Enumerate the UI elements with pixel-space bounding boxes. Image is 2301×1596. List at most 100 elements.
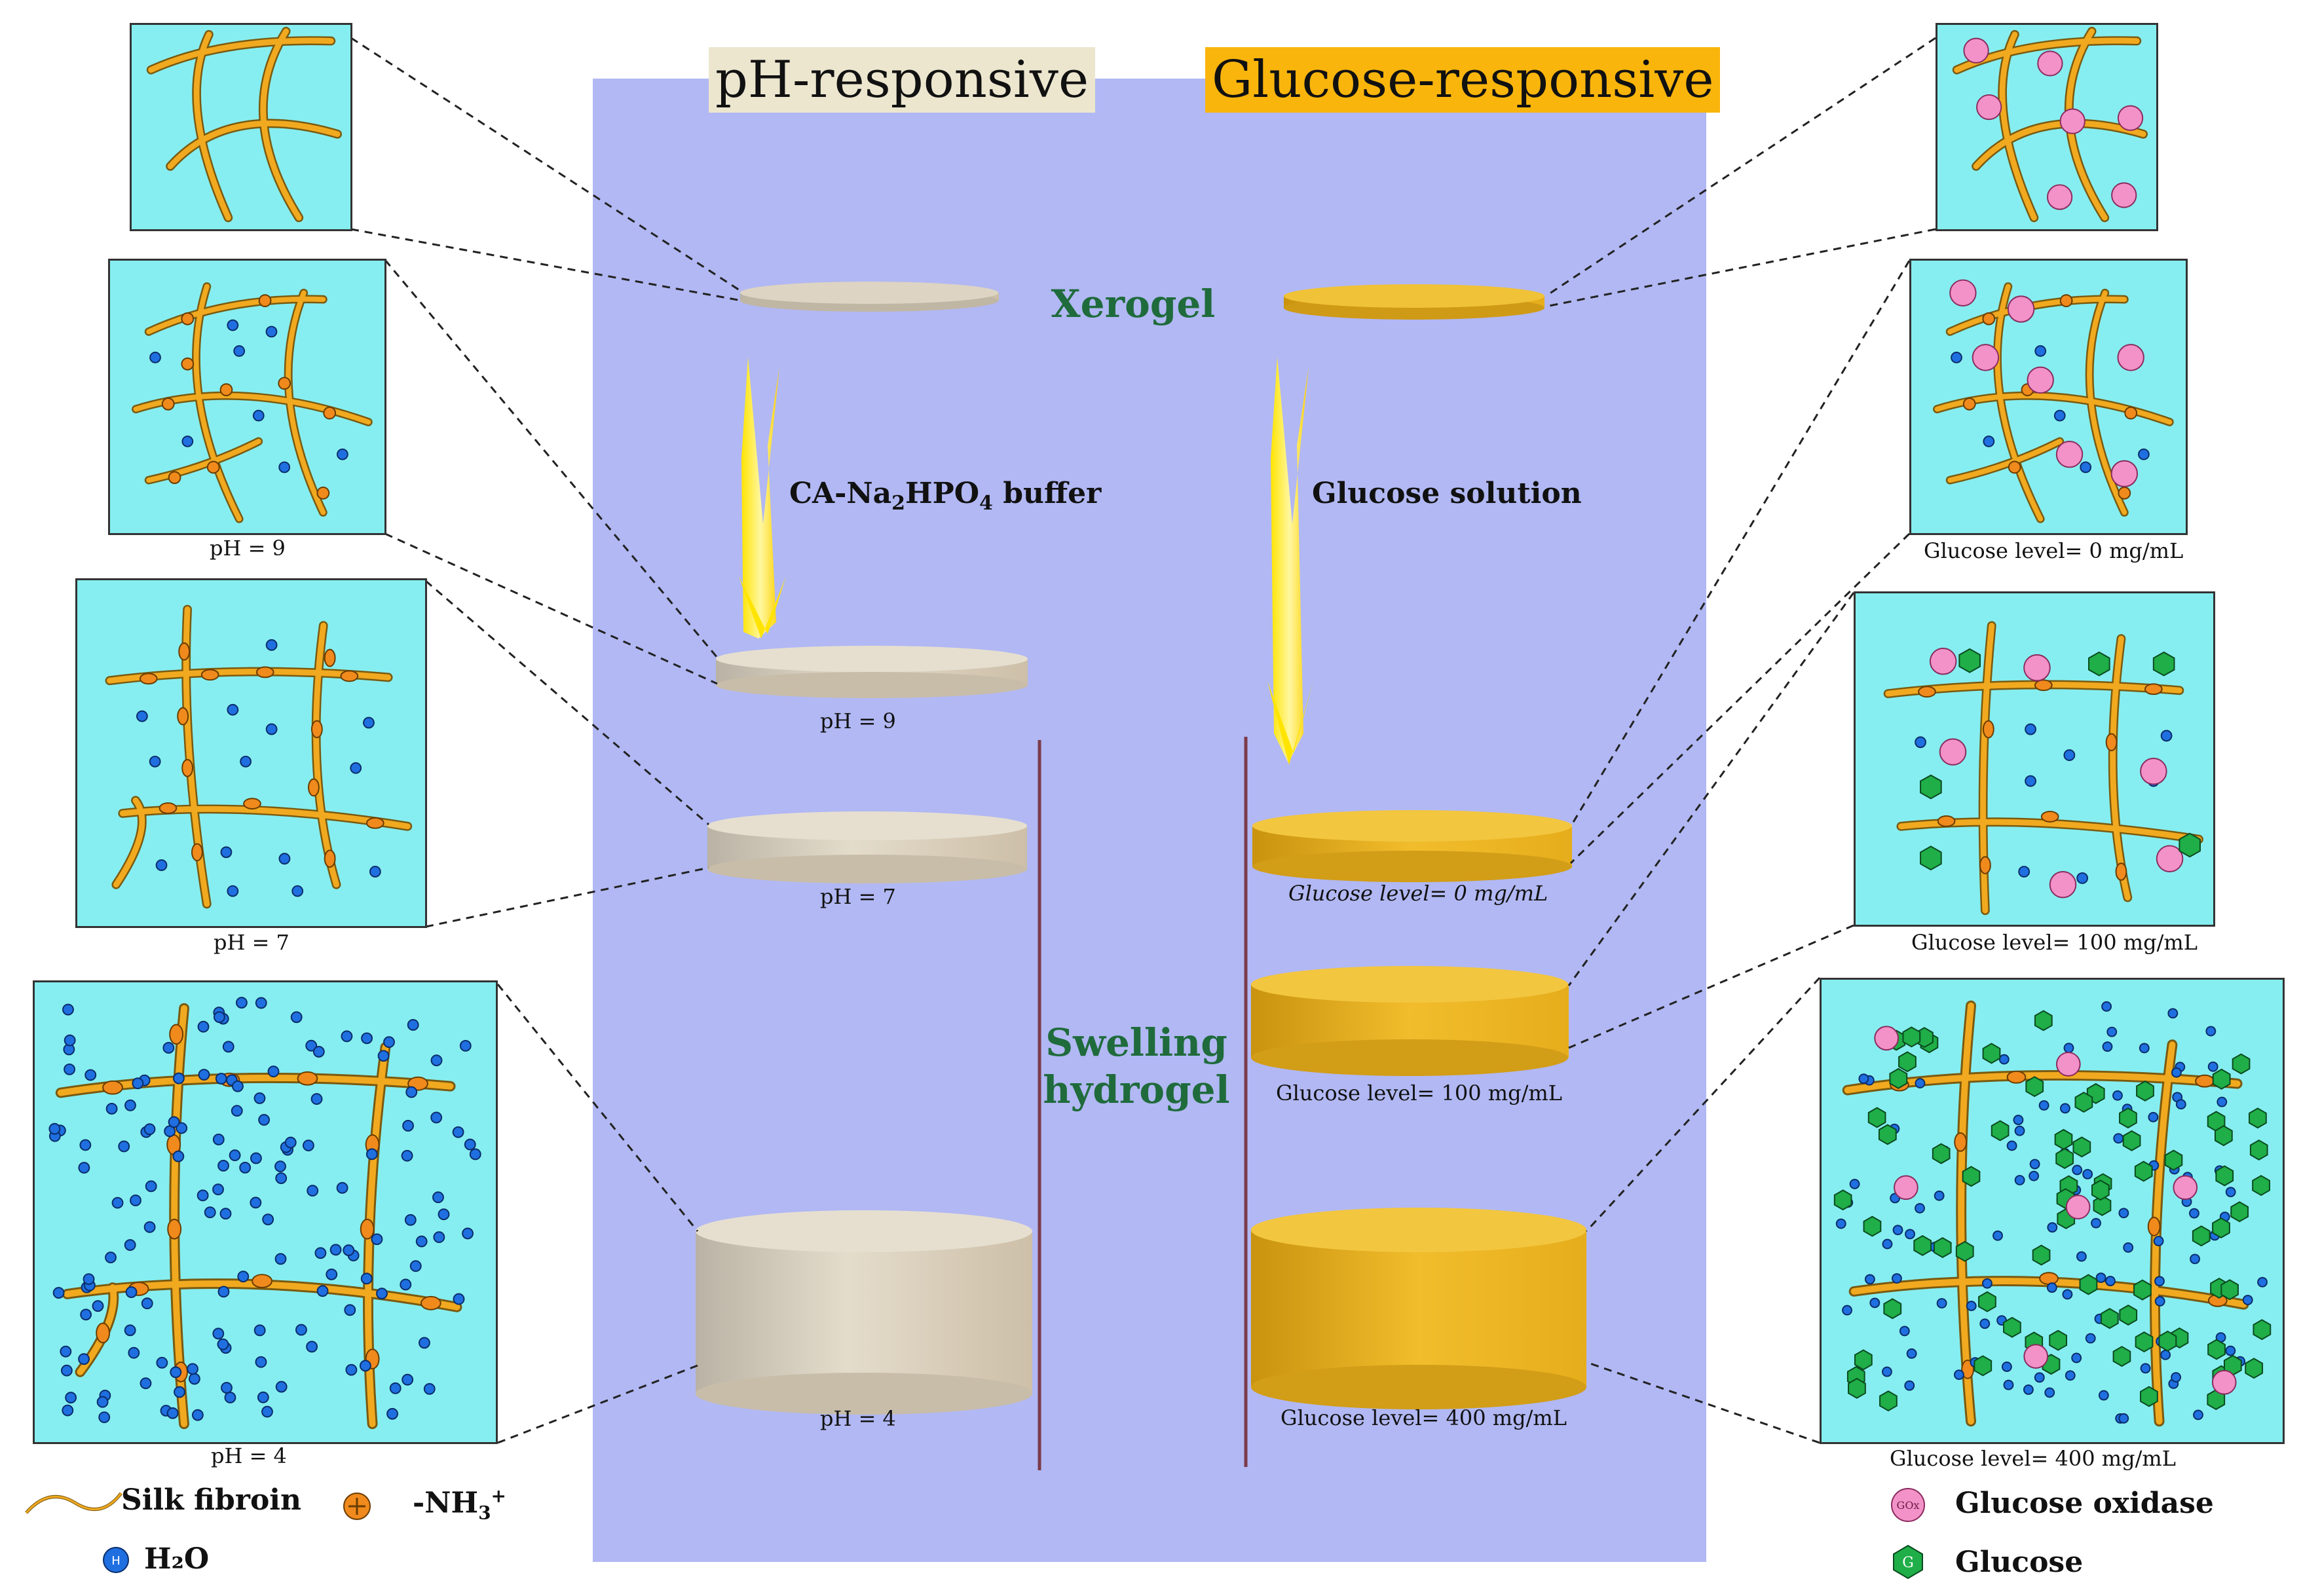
glucose0-disc — [1252, 810, 1572, 882]
glucose-molecule — [2122, 1130, 2141, 1151]
water-molecule — [156, 1356, 168, 1369]
water-molecule — [274, 1253, 287, 1265]
glucose-molecule — [2049, 1329, 2068, 1351]
water-molecule — [371, 1233, 383, 1246]
water-molecule — [2006, 1140, 2017, 1151]
water-molecule — [2257, 1276, 2268, 1288]
water-legend-icon: H — [103, 1547, 129, 1573]
water-molecule — [253, 1324, 266, 1337]
glucose100-inset — [1854, 591, 2215, 927]
water-molecule — [79, 1139, 92, 1151]
swelling-line1: Swelling — [1045, 1020, 1227, 1065]
water-molecule — [1936, 1298, 1947, 1308]
water-molecule — [124, 1324, 136, 1337]
water-molecule — [187, 1363, 198, 1375]
water-molecule — [212, 1327, 225, 1340]
water-molecule — [80, 1308, 92, 1321]
water-molecule — [198, 1069, 210, 1081]
glucose-molecule — [1833, 1189, 1852, 1211]
water-molecule — [312, 1045, 325, 1058]
glucose0-inset-caption: Glucose level= 0 mg/mL — [1924, 538, 2184, 563]
water-molecule — [229, 1149, 241, 1161]
water-molecule — [1899, 1326, 1910, 1337]
water-molecule — [255, 997, 267, 1009]
water-molecule — [83, 1273, 95, 1286]
water-molecule — [469, 1148, 481, 1160]
water-molecule — [197, 1020, 210, 1033]
water-molecule — [267, 1066, 280, 1077]
water-molecule — [62, 1003, 74, 1016]
water-molecule — [2072, 1164, 2083, 1176]
glucose-molecule — [2212, 1217, 2230, 1238]
glucose-molecule — [1982, 1043, 2001, 1064]
swelling-line2: hydrogel — [1043, 1067, 1230, 1112]
water-molecule — [257, 1391, 269, 1403]
water-legend-symbol: H — [111, 1554, 121, 1568]
water-molecule — [2047, 1222, 2058, 1233]
water-molecule — [305, 1039, 318, 1052]
water-molecule — [217, 1338, 229, 1350]
water-molecule — [377, 1050, 390, 1062]
water-molecule — [1906, 1348, 1917, 1359]
water-molecule — [1979, 1318, 1991, 1329]
water-molecule — [2225, 1187, 2236, 1198]
water-molecule — [462, 1227, 474, 1240]
ph4-disc — [696, 1210, 1032, 1415]
water-molecule — [124, 1099, 136, 1111]
glucose-molecule — [2192, 1225, 2211, 1247]
ph9-inset — [108, 259, 386, 535]
buffer-sub-2: 4 — [979, 491, 993, 515]
water-molecule — [213, 1011, 225, 1023]
water-molecule — [2095, 1272, 2106, 1283]
water-molecule — [2205, 1026, 2217, 1037]
glucose-molecule — [2055, 1147, 2074, 1169]
water-molecule — [2014, 1175, 2025, 1185]
water-molecule — [173, 1072, 185, 1085]
water-molecule — [405, 1086, 418, 1098]
water-molecule — [2225, 1345, 2236, 1356]
glucose-legend-icon: G — [1893, 1544, 1923, 1580]
water-molecule — [419, 1337, 430, 1349]
water-molecule — [359, 1360, 371, 1372]
glucose100-network — [1883, 621, 2203, 916]
ph7-disc-caption: pH = 7 — [820, 884, 896, 909]
water-molecule — [143, 1123, 156, 1136]
water-molecule — [2217, 1096, 2228, 1107]
glucose-molecule — [2214, 1125, 2233, 1147]
nh3-legend-label: -NH3+ — [413, 1485, 506, 1523]
water-molecule — [2123, 1242, 2134, 1253]
water-molecule — [314, 1247, 327, 1259]
water-molecule — [2085, 1333, 2096, 1344]
water-molecule — [232, 1080, 244, 1092]
ph9-network — [132, 282, 373, 523]
glucose-molecule — [2212, 1068, 2231, 1090]
water-molecule — [2063, 1043, 2074, 1054]
water-molecule — [326, 1268, 338, 1280]
glucose-molecule — [2245, 1358, 2264, 1379]
water-molecule — [438, 1208, 450, 1221]
water-molecule — [1882, 1238, 1893, 1250]
water-molecule — [1915, 1203, 1925, 1214]
water-molecule — [132, 1077, 144, 1090]
glucose-xerogel-network — [1952, 26, 2148, 223]
water-molecule — [430, 1054, 443, 1067]
water-molecule — [170, 1366, 182, 1379]
ph4-inset — [33, 980, 498, 1444]
glucose-legend-symbol: G — [1902, 1555, 1914, 1571]
water-molecule — [118, 1140, 130, 1153]
water-molecule — [376, 1288, 388, 1300]
glucose-molecule — [2252, 1175, 2270, 1197]
water-molecule — [222, 1041, 234, 1053]
water-molecule — [52, 1287, 65, 1299]
water-molecule — [2101, 1001, 2112, 1012]
glucose100-inset-caption: Glucose level= 100 mg/mL — [1911, 930, 2198, 955]
water-molecule — [433, 1231, 445, 1243]
water-molecule — [48, 1123, 61, 1135]
water-molecule — [124, 1239, 136, 1251]
water-molecule — [386, 1407, 398, 1420]
water-molecule — [453, 1293, 465, 1305]
ph-xerogel-disc — [740, 282, 999, 312]
water-molecule — [1835, 1218, 1846, 1229]
ph-arrow — [739, 357, 786, 639]
water-molecule — [2014, 1125, 2025, 1136]
